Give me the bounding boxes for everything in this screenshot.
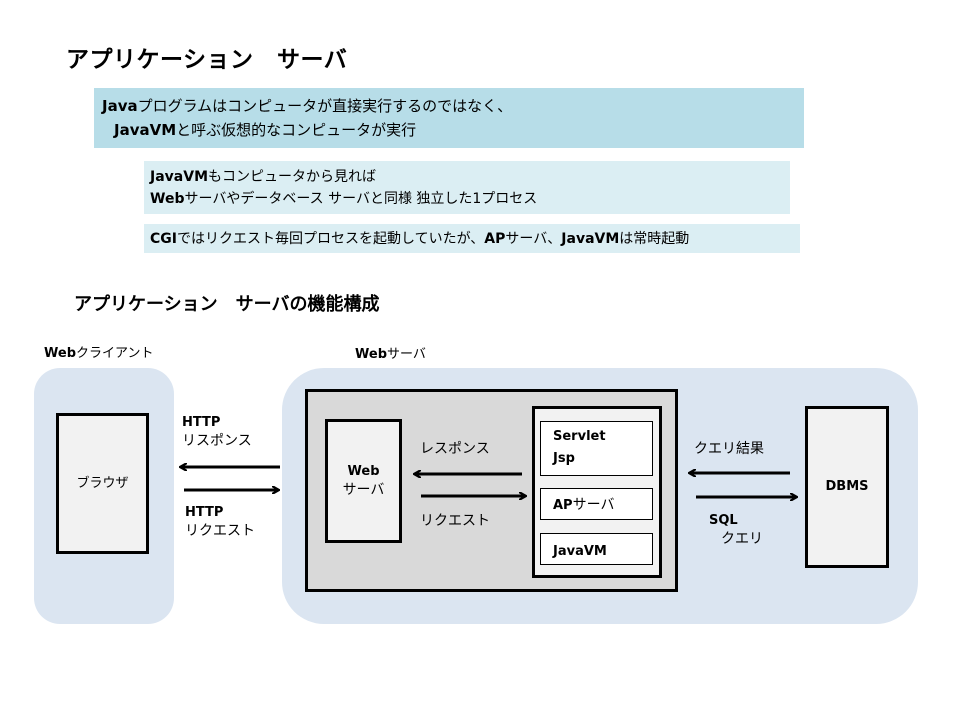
- note1-line-2: Webサーバやデータベース サーバと同様 独立した1プロセス: [150, 188, 790, 210]
- ap-server-bold: AP: [553, 498, 573, 513]
- http-response-proto: HTTP: [182, 415, 221, 430]
- server-region-label-text: サーバ: [387, 347, 426, 362]
- note1-line-2-text: サーバやデータベース サーバと同様 独立した1プロセス: [184, 191, 538, 207]
- server-region-label-bold: Web: [355, 347, 387, 362]
- note2-text-1: ではリクエスト毎回プロセスを起動していたが、: [176, 231, 485, 247]
- sql-query-label: SQL クエリ: [709, 512, 763, 548]
- note1-line-1-bold: JavaVM: [150, 169, 208, 185]
- section-subtitle: アプリケーション サーバの機能構成: [74, 294, 380, 315]
- dbms-label: DBMS: [825, 479, 869, 494]
- note1-line-2-bold: Web: [150, 191, 185, 207]
- intro-line-2: JavaVMと呼ぶ仮想的なコンピュータが実行: [102, 118, 804, 142]
- ap-server-layer: APサーバ: [540, 488, 653, 520]
- http-request-text: リクエスト: [185, 523, 255, 539]
- intro-line-1-text: プログラムはコンピュータが直接実行するのではなく、: [137, 97, 513, 115]
- javavm-layer: JavaVM: [540, 533, 653, 565]
- http-response-label: HTTP リスポンス: [182, 414, 252, 450]
- dbms-node: DBMS: [805, 406, 889, 568]
- jsp-label: Jsp: [553, 451, 575, 466]
- intro-line-2-text: と呼ぶ仮想的なコンピュータが実行: [176, 121, 417, 139]
- client-region-label-text: クライアント: [76, 346, 154, 361]
- note-jvm-process: JavaVMもコンピュータから見れば Webサーバやデータベース サーバと同様 …: [144, 161, 790, 214]
- server-region-label: Webサーバ: [355, 346, 426, 364]
- browser-label: ブラウザ: [76, 475, 129, 491]
- web-server-node: Web サーバ: [325, 419, 402, 543]
- intro-line-1-bold: Java: [102, 97, 138, 115]
- intro-line-2-bold: JavaVM: [114, 121, 177, 139]
- http-request-label: HTTP リクエスト: [185, 504, 255, 540]
- note2-ap: AP: [484, 231, 506, 247]
- servlet-label: Servlet: [553, 429, 606, 444]
- note2-cgi: CGI: [150, 231, 177, 247]
- http-request-proto: HTTP: [185, 505, 224, 520]
- browser-node: ブラウザ: [56, 413, 149, 554]
- ap-server-stack: Servlet Jsp APサーバ JavaVM: [532, 406, 662, 578]
- ap-server-text: サーバ: [572, 497, 615, 513]
- intro-line-1: Javaプログラムはコンピュータが直接実行するのではなく、: [102, 94, 804, 118]
- page-title: アプリケーション サーバ: [66, 47, 348, 73]
- note-cgi-comparison: CGIではリクエスト毎回プロセスを起動していたが、APサーバ、JavaVMは常時…: [144, 224, 800, 253]
- web-server-node-line-2: サーバ: [342, 482, 385, 498]
- note2-text-2: サーバ、: [505, 231, 562, 247]
- client-region-label: Webクライアント: [44, 345, 153, 363]
- javavm-label: JavaVM: [553, 544, 607, 559]
- client-region-label-bold: Web: [44, 346, 76, 361]
- query-result-label: クエリ結果: [694, 441, 764, 457]
- intro-callout: Javaプログラムはコンピュータが直接実行するのではなく、 JavaVMと呼ぶ仮…: [94, 88, 804, 148]
- inner-request-label: リクエスト: [420, 513, 490, 529]
- note2-text-3: は常時起動: [619, 231, 690, 247]
- servlet-jsp-layer: Servlet Jsp: [540, 421, 653, 476]
- sql-query-proto: SQL: [709, 513, 738, 528]
- note1-line-1-text: もコンピュータから見れば: [208, 169, 376, 185]
- http-response-text: リスポンス: [182, 433, 252, 449]
- sql-query-text: クエリ: [721, 531, 763, 547]
- inner-response-label: レスポンス: [420, 441, 490, 457]
- web-server-node-line-1: Web: [347, 464, 380, 479]
- note1-line-1: JavaVMもコンピュータから見れば: [150, 166, 790, 188]
- note2-javavm: JavaVM: [561, 231, 620, 247]
